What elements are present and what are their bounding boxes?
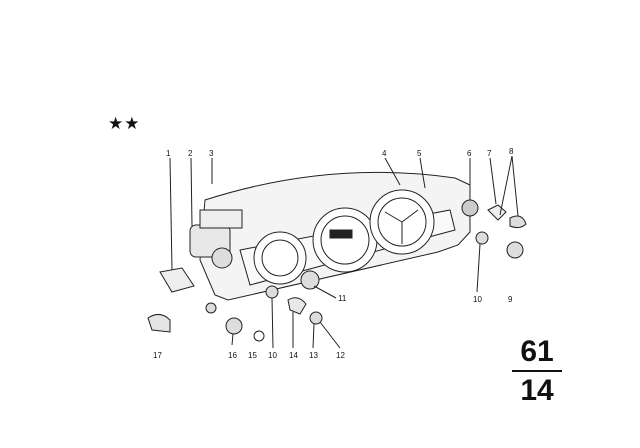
- callout-12: 12: [336, 351, 345, 360]
- callout-17: 17: [153, 351, 162, 360]
- callout-6: 6: [467, 149, 472, 158]
- callout-7: 7: [487, 149, 492, 158]
- lamp-socket-10b: [475, 231, 489, 245]
- callout-13: 13: [309, 351, 318, 360]
- page-ref-divider: [512, 370, 562, 372]
- lamp-cap-8: [509, 215, 527, 229]
- callout-9: 9: [508, 295, 513, 304]
- washer-15: [253, 330, 265, 342]
- callout-16: 16: [228, 351, 237, 360]
- socket-11: [300, 270, 320, 290]
- bulb-7: [487, 204, 507, 221]
- callout-8: 8: [509, 147, 514, 156]
- page-reference: 61 14: [512, 336, 562, 407]
- callout-14: 14: [289, 351, 298, 360]
- callout-1: 1: [166, 149, 171, 158]
- lamp-cap-9: [506, 241, 524, 259]
- switch-1: [159, 267, 195, 293]
- knob-17: [147, 314, 171, 333]
- callout-4: 4: [382, 149, 387, 158]
- callout-2: 2: [188, 149, 193, 158]
- callout-5: 5: [417, 149, 422, 158]
- callout-3: 3: [209, 149, 214, 158]
- callout-10-left: 10: [268, 351, 277, 360]
- socket-10a: [265, 285, 279, 299]
- callout-11: 11: [338, 294, 347, 303]
- page-ref-bottom: 14: [520, 374, 554, 407]
- bulb-14: [287, 297, 307, 315]
- cap-13: [309, 311, 323, 325]
- bulb-16: [225, 317, 243, 335]
- callout-10-right: 10: [473, 295, 482, 304]
- center-gauge: [312, 207, 378, 273]
- star-markers: ★★: [108, 114, 141, 134]
- callout-labels: 1 2 3 4 5 6 7 8 11 10 9 17 16 15 10 14 1…: [153, 147, 514, 360]
- part-small: [205, 302, 217, 314]
- callout-15: 15: [248, 351, 257, 360]
- page-ref-top: 61: [520, 335, 554, 368]
- lamp-socket-6: [461, 199, 479, 217]
